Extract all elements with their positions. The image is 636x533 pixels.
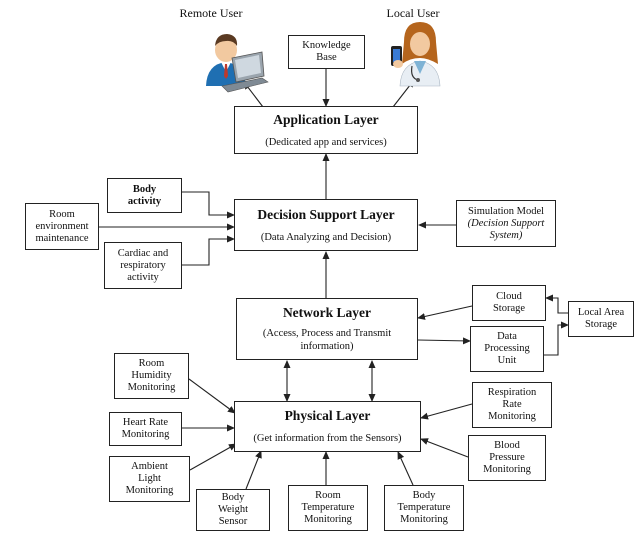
cloud-storage-line-1: Cloud [496, 291, 522, 302]
respiration-rate-line-2: Rate [502, 399, 522, 410]
local-user-label: Local User [386, 6, 440, 20]
cardiac-respiratory-box: Cardiac and respiratory activity [104, 242, 182, 289]
room-temperature-box: Room Temperature Monitoring [288, 485, 368, 531]
application-layer-title: Application Layer [273, 111, 379, 127]
ambient-light-line-3: Monitoring [125, 485, 174, 496]
network-layer-title: Network Layer [282, 305, 372, 320]
body-activity-line-2: activity [127, 195, 162, 207]
data-processing-line-3: Unit [497, 355, 517, 366]
simulation-model-box: Simulation Model (Decision Support Syste… [456, 200, 556, 247]
arrow-lan-to-cloud [545, 294, 568, 314]
respiration-rate-line-1: Respiration [487, 387, 537, 398]
cardiac-respiratory-line-2: respiratory [120, 259, 166, 271]
arrow-body-temp-to-physical [397, 451, 414, 486]
arrow-cardiac-to-decision [182, 235, 235, 266]
room-temperature-line-3: Monitoring [304, 514, 352, 525]
blood-pressure-line-1: Blood [494, 440, 520, 451]
respiration-rate-line-3: Monitoring [488, 411, 536, 422]
ambient-light-line-1: Ambient [131, 461, 168, 472]
physical-layer-subtitle: (Get information from the Sensors) [253, 433, 402, 444]
arrow-cloud-to-network [417, 305, 473, 320]
body-weight-line-1: Body [221, 492, 245, 503]
remote-user-label: Remote User [179, 6, 243, 20]
physical-layer-title: Physical Layer [284, 408, 371, 423]
remote-user-icon [206, 34, 269, 93]
room-humidity-line-2: Humidity [131, 370, 172, 381]
network-layer-subtitle-line-1: (Access, Process and Transmit [262, 328, 392, 339]
room-environment-box: Room environment maintenance [25, 203, 99, 250]
blood-pressure-line-3: Monitoring [483, 464, 531, 475]
knowledge-base-line-2: Base [316, 52, 337, 63]
cloud-storage-box: Cloud Storage [472, 285, 546, 321]
local-area-storage-line-1: Local Area [577, 307, 625, 318]
arrow-network-to-processing [417, 337, 471, 345]
blood-pressure-box: Blood Pressure Monitoring [468, 435, 546, 481]
body-weight-line-2: Weight [217, 504, 249, 515]
data-processing-line-2: Processing [484, 343, 530, 354]
knowledge-base-line-1: Knowledge [302, 40, 351, 51]
decision-support-layer-box: Decision Support Layer (Data Analyzing a… [234, 199, 418, 251]
simulation-model-line-1: Simulation Model [467, 205, 545, 217]
cardiac-respiratory-line-3: activity [127, 271, 159, 283]
local-user-icon [391, 22, 441, 87]
simulation-model-line-2: (Decision Support [467, 217, 545, 229]
room-humidity-line-1: Room [138, 358, 165, 369]
data-processing-line-1: Data [497, 331, 517, 342]
body-temperature-line-2: Temperature [397, 502, 451, 513]
physical-layer-box: Physical Layer (Get information from the… [234, 401, 421, 452]
heart-rate-box: Heart Rate Monitoring [109, 412, 182, 446]
room-environment-line-2: environment [35, 220, 89, 232]
body-temperature-line-1: Body [412, 490, 436, 501]
knowledge-base-box: Knowledge Base [288, 35, 365, 69]
heart-rate-line-1: Heart Rate [122, 417, 169, 428]
room-environment-line-1: Room [49, 208, 75, 220]
room-temperature-line-2: Temperature [301, 502, 355, 513]
body-activity-box: Body activity [107, 178, 182, 213]
ambient-light-line-2: Light [138, 473, 161, 484]
cloud-storage-line-2: Storage [492, 303, 526, 314]
heart-rate-line-2: Monitoring [121, 429, 170, 440]
body-temperature-line-3: Monitoring [400, 514, 448, 525]
arrow-respiration-to-physical [420, 403, 473, 420]
decision-support-layer-subtitle: (Data Analyzing and Decision) [260, 231, 392, 243]
local-area-storage-box: Local Area Storage [568, 301, 634, 337]
room-humidity-line-3: Monitoring [127, 382, 176, 393]
arrow-body-activity-to-decision [182, 191, 235, 219]
application-layer-subtitle: (Dedicated app and services) [265, 136, 387, 148]
room-temperature-line-1: Room [315, 490, 341, 501]
room-environment-line-3: maintenance [35, 232, 89, 244]
local-area-storage-line-2: Storage [584, 319, 618, 330]
arrow-humidity-to-physical [188, 378, 236, 414]
arrow-blood-pressure-to-physical [420, 438, 469, 458]
body-weight-line-3: Sensor [218, 516, 248, 527]
arrow-processing-to-lan [544, 321, 569, 356]
body-temperature-box: Body Temperature Monitoring [384, 485, 464, 531]
arrow-body-weight-to-physical [245, 450, 262, 490]
network-layer-box: Network Layer (Access, Process and Trans… [236, 298, 418, 360]
decision-support-layer-title: Decision Support Layer [257, 206, 395, 222]
body-activity-line-1: Body [132, 183, 157, 195]
application-layer-box: Application Layer (Dedicated app and ser… [234, 106, 418, 154]
blood-pressure-line-2: Pressure [489, 452, 525, 463]
network-layer-subtitle-line-2: information) [300, 341, 354, 352]
respiration-rate-box: Respiration Rate Monitoring [472, 382, 552, 428]
simulation-model-line-3: System) [489, 229, 523, 241]
cardiac-respiratory-line-1: Cardiac and [117, 247, 169, 259]
data-processing-box: Data Processing Unit [470, 326, 544, 372]
ambient-light-box: Ambient Light Monitoring [109, 456, 190, 502]
arrow-ambient-to-physical [189, 443, 237, 471]
body-weight-box: Body Weight Sensor [196, 489, 270, 531]
room-humidity-box: Room Humidity Monitoring [114, 353, 189, 399]
